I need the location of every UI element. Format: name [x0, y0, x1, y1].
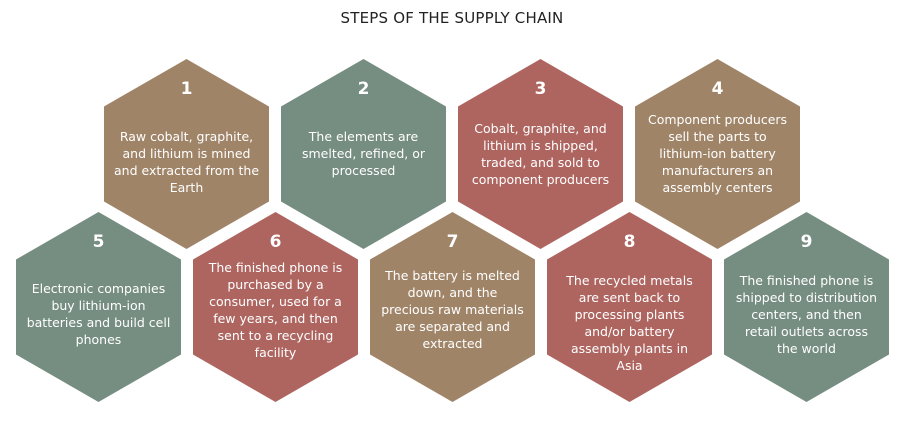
- step-number: 8: [623, 232, 636, 252]
- step-8-hexagon: 8 The recycled metals are sent back to p…: [547, 212, 712, 402]
- step-6-hexagon: 6 The finished phone is purchased by a c…: [193, 212, 358, 402]
- diagram-title: STEPS OF THE SUPPLY CHAIN: [340, 9, 564, 27]
- step-description: The battery is melted down, and the prec…: [381, 268, 524, 351]
- step-number: 3: [534, 79, 547, 99]
- step-3-hexagon: 3 Cobalt, graphite, and lithium is shipp…: [458, 59, 623, 249]
- step-2-hexagon: 2 The elements are smelted, refined, or …: [281, 59, 446, 249]
- step-number: 1: [180, 79, 193, 99]
- step-number: 4: [711, 79, 724, 99]
- step-description: Raw cobalt, graphite, and lithium is min…: [114, 129, 260, 195]
- step-description: The recycled metals are sent back to pro…: [566, 273, 693, 373]
- step-9-hexagon: 9 The finished phone is shipped to distr…: [724, 212, 889, 402]
- step-description: Component producers sell the parts to li…: [647, 112, 788, 195]
- step-description: The elements are smelted, refined, or pr…: [301, 129, 426, 178]
- step-description: Electronic companies buy lithium-ion bat…: [26, 281, 171, 347]
- step-description: The finished phone is shipped to distrib…: [735, 273, 878, 356]
- step-description: Cobalt, graphite, and lithium is shipped…: [471, 121, 610, 187]
- step-1-hexagon: 1 Raw cobalt, graphite, and lithium is m…: [104, 59, 269, 249]
- step-5-hexagon: 5 Electronic companies buy lithium-ion b…: [16, 212, 181, 402]
- step-7-hexagon: 7 The battery is melted down, and the pr…: [370, 212, 535, 402]
- step-number: 9: [800, 232, 813, 252]
- step-number: 7: [446, 232, 459, 252]
- step-number: 2: [357, 79, 370, 99]
- step-4-hexagon: 4 Component producers sell the parts to …: [635, 59, 800, 249]
- step-description: The finished phone is purchased by a con…: [208, 260, 343, 360]
- step-number: 5: [92, 232, 105, 252]
- step-number: 6: [269, 232, 282, 252]
